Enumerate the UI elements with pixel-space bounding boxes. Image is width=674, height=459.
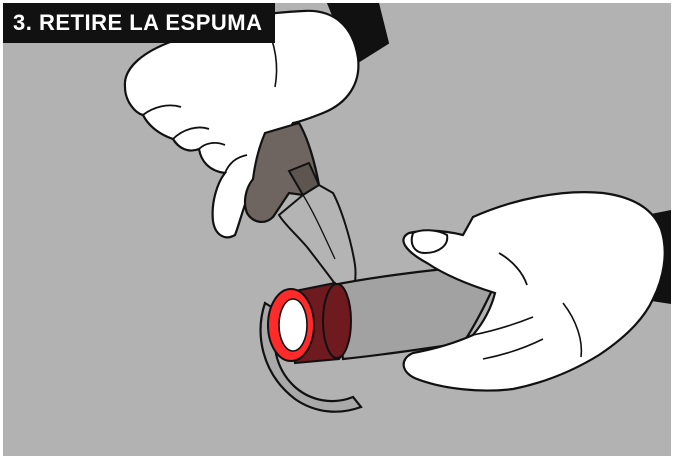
lower-glove <box>402 191 666 392</box>
step-title-banner: 3. RETIRE LA ESPUMA <box>3 3 275 43</box>
foam-ring-icon <box>267 288 315 362</box>
knife-icon <box>243 121 357 305</box>
knife-handle <box>243 121 321 223</box>
peeled-shell <box>259 301 363 413</box>
thumb-nail <box>410 229 449 255</box>
step-title: 3. RETIRE LA ESPUMA <box>13 10 263 35</box>
instruction-illustration <box>3 3 671 456</box>
upper-glove <box>123 9 360 239</box>
pipe-icon <box>259 263 503 413</box>
right-glove-hand-icon <box>402 191 671 392</box>
instruction-panel: 3. RETIRE LA ESPUMA <box>3 3 671 456</box>
pipe-body <box>331 263 503 361</box>
